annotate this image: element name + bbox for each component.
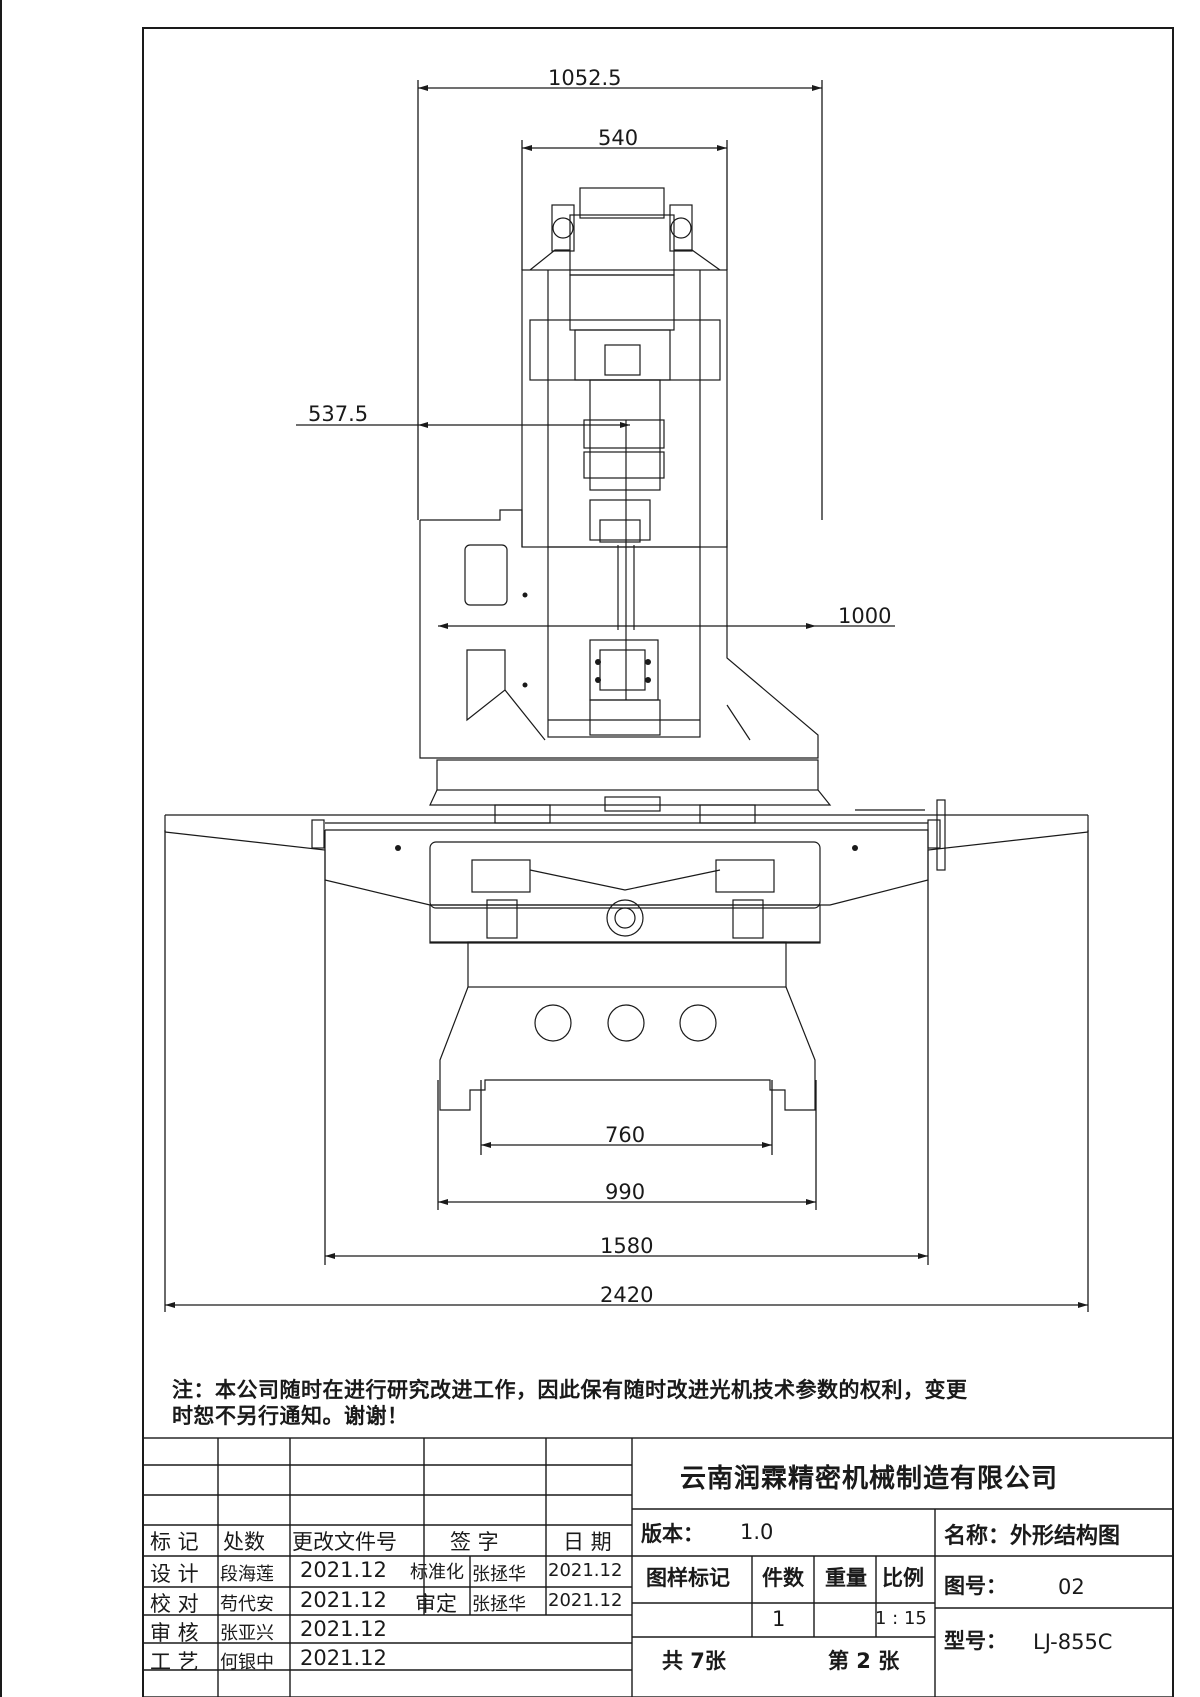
dim-side-offset: 537.5 bbox=[308, 402, 368, 426]
process-date: 2021.12 bbox=[300, 1646, 387, 1670]
role-design: 设 计 bbox=[150, 1562, 199, 1586]
scale-value: 1 : 15 bbox=[875, 1608, 927, 1629]
company-name: 云南润霖精密机械制造有限公司 bbox=[680, 1464, 1059, 1494]
weight-label: 重量 bbox=[825, 1566, 867, 1590]
header-date: 日 期 bbox=[563, 1530, 612, 1554]
title-block-grid bbox=[142, 1437, 1174, 1697]
revision-note: 注：本公司随时在进行研究改进工作，因此保有随时改进光机技术参数的权利，变更 时恕… bbox=[172, 1377, 1162, 1429]
dim-column-width: 540 bbox=[598, 126, 638, 150]
version-value: 1.0 bbox=[740, 1520, 774, 1544]
dim-base-span: 1000 bbox=[838, 604, 891, 628]
role-review: 审 核 bbox=[150, 1621, 199, 1645]
note-line-2: 时恕不另行通知。谢谢！ bbox=[172, 1404, 409, 1428]
standardization-date: 2021.12 bbox=[548, 1560, 623, 1581]
model-label: 型号： bbox=[944, 1629, 1007, 1653]
header-change-doc: 更改文件号 bbox=[292, 1530, 397, 1554]
reviewer-name: 张亚兴 bbox=[220, 1623, 274, 1644]
dim-saddle-width: 1580 bbox=[600, 1234, 653, 1258]
approve-date: 2021.12 bbox=[548, 1590, 623, 1611]
drawing-no-label: 图号： bbox=[944, 1574, 1007, 1598]
role-check: 校 对 bbox=[150, 1592, 199, 1616]
standardization-name: 张拯华 bbox=[472, 1564, 526, 1585]
approver-name: 张拯华 bbox=[472, 1594, 526, 1615]
check-date: 2021.12 bbox=[300, 1588, 387, 1612]
header-count: 处数 bbox=[223, 1530, 265, 1554]
version-label: 版本： bbox=[641, 1522, 704, 1546]
review-date: 2021.12 bbox=[300, 1617, 387, 1641]
sheet-mark-label: 图样标记 bbox=[646, 1566, 730, 1590]
process-name: 何银中 bbox=[220, 1652, 274, 1673]
role-process: 工 艺 bbox=[150, 1650, 199, 1674]
total-sheets: 共 7张 bbox=[662, 1649, 726, 1673]
role-approve: 审定 bbox=[415, 1592, 457, 1616]
machine-body bbox=[164, 187, 1089, 1111]
qty-value: 1 bbox=[772, 1607, 786, 1631]
note-line-1: 注：本公司随时在进行研究改进工作，因此保有随时改进光机技术参数的权利，变更 bbox=[172, 1378, 968, 1402]
role-standardization: 标准化 bbox=[410, 1562, 464, 1583]
drawing-no-value: 02 bbox=[1058, 1575, 1085, 1599]
dim-foot-inner: 760 bbox=[605, 1123, 645, 1147]
header-mark: 标 记 bbox=[150, 1530, 199, 1554]
drawing-name: 名称：外形结构图 bbox=[944, 1524, 1121, 1549]
designer-name: 段海莲 bbox=[220, 1564, 274, 1585]
header-signature: 签 字 bbox=[450, 1530, 499, 1554]
qty-label: 件数 bbox=[762, 1566, 804, 1590]
dim-table-length: 2420 bbox=[600, 1283, 653, 1307]
design-date: 2021.12 bbox=[300, 1558, 387, 1582]
sheet-number: 第 2 张 bbox=[828, 1649, 900, 1673]
dim-foot-outer: 990 bbox=[605, 1180, 645, 1204]
dim-overall-top: 1052.5 bbox=[548, 66, 621, 90]
mounting-holes bbox=[395, 592, 858, 851]
scale-label: 比例 bbox=[882, 1566, 924, 1590]
checker-name: 苟代安 bbox=[220, 1594, 274, 1615]
model-value: LJ-855C bbox=[1033, 1630, 1113, 1654]
